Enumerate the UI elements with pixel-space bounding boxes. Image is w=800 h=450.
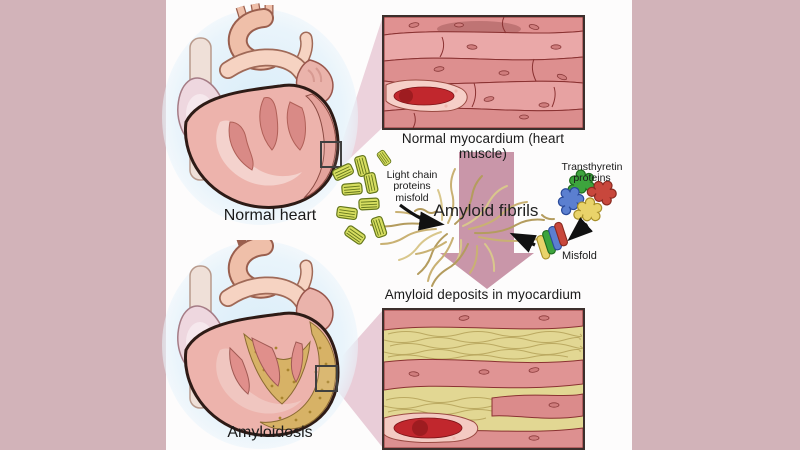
process-arrows — [399, 203, 593, 253]
amyloidosis-label: Amyloidosis — [227, 424, 313, 441]
transthyretin-misfold-arrow — [567, 217, 593, 242]
ventricles — [183, 311, 340, 437]
transthyretin-label: Transthyretin proteins — [550, 161, 634, 185]
misfold-to-fibrils-arrow — [509, 232, 537, 253]
amyloid-fibrils-label: Amyloid fibrils — [433, 201, 539, 220]
papillary-muscles — [228, 97, 306, 171]
magnified-region-box-bottom — [315, 365, 338, 392]
amyloidosis-heart-illustration — [162, 240, 358, 449]
magnified-region-box-top — [320, 141, 342, 168]
light-chain-misfold-arrow — [399, 203, 445, 231]
light-chain-label-line1: Light chain — [386, 169, 438, 181]
misfolded-transthyretin-illustration — [536, 221, 568, 260]
misfolding-process-artwork — [331, 149, 622, 287]
amyloid-deposits-caption: Amyloid deposits in myocardium — [384, 287, 582, 302]
transthyretin-label-line1: Transthyretin — [561, 161, 623, 173]
normal-myocardium-illustration — [384, 17, 583, 128]
ventricles — [183, 83, 340, 209]
misfold-label: Misfold — [562, 250, 597, 262]
blood-vessel — [385, 79, 468, 112]
blood-vessel — [384, 412, 479, 443]
normal-heart-illustration — [162, 3, 358, 225]
transthyretin-label-line2: proteins — [573, 172, 611, 185]
papillary-muscles — [229, 337, 304, 395]
normal-myocardium-inset — [382, 15, 585, 130]
light-chain-label-line2: proteins — [393, 180, 431, 193]
muscle-nuclei — [408, 22, 568, 120]
light-chain-label: Light chain proteins misfold — [377, 169, 447, 204]
zoom-ray-bottom — [336, 310, 383, 448]
muscle-nuclei — [408, 315, 560, 441]
amyloid-deposits-illustration — [384, 310, 583, 448]
normal-myocardium-caption: Normal myocardium (heart muscle) — [401, 131, 565, 161]
amyloid-deposits-inset — [382, 308, 585, 450]
normal-heart-label: Normal heart — [223, 207, 317, 224]
flow-down-arrow — [440, 152, 534, 289]
light-chain-label-line3: misfold — [395, 191, 429, 204]
